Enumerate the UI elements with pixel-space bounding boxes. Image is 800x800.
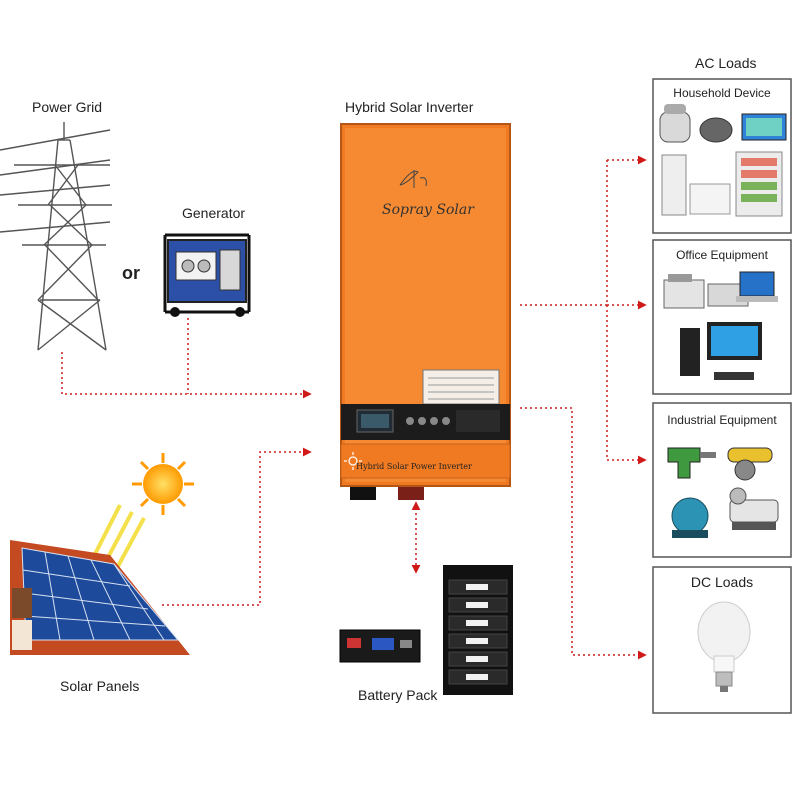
solar-to-inverter-line: [162, 447, 312, 606]
hybrid-solar-inverter-unit: Sopray Solar Hybrid Solar Power Inverter: [340, 123, 511, 500]
inverter-title-label: Hybrid Solar Inverter: [345, 99, 474, 115]
solar-panels-icon: [10, 540, 190, 655]
grid-to-inverter-line: [61, 352, 312, 399]
inverter-panel-text: Hybrid Solar Power Inverter: [356, 462, 472, 471]
office-equipment-title: Office Equipment: [676, 248, 768, 262]
solar-panels-label: Solar Panels: [60, 678, 140, 694]
ac-loads-label: AC Loads: [695, 55, 757, 71]
sun-icon: [90, 453, 194, 571]
inverter-brand: Sopray Solar: [382, 202, 475, 218]
power-grid-tower-icon: [0, 122, 112, 351]
inverter-to-dc-line: [520, 407, 647, 660]
power-grid-label: Power Grid: [32, 99, 103, 115]
light-bulb-icon: [697, 601, 751, 692]
connector-lines: [61, 155, 647, 660]
household-appliances-icon: [659, 104, 787, 217]
battery-rack-icon: [443, 565, 513, 695]
or-label: or: [122, 263, 140, 283]
battery-pack-label: Battery Pack: [358, 687, 438, 703]
generator-label: Generator: [182, 205, 246, 221]
generator-icon: [163, 233, 251, 317]
office-equipment-icon: [663, 271, 778, 380]
industrial-equipment-title: Industrial Equipment: [667, 413, 777, 427]
office-box: [652, 239, 792, 395]
battery-module-icon: [339, 629, 421, 663]
inverter-logo-icon: [399, 170, 427, 188]
industrial-equipment-icon: [667, 447, 779, 538]
inverter-sun-icon: [344, 452, 362, 470]
household-device-title: Household Device: [673, 86, 771, 100]
dc-loads-title: DC Loads: [690, 574, 754, 590]
